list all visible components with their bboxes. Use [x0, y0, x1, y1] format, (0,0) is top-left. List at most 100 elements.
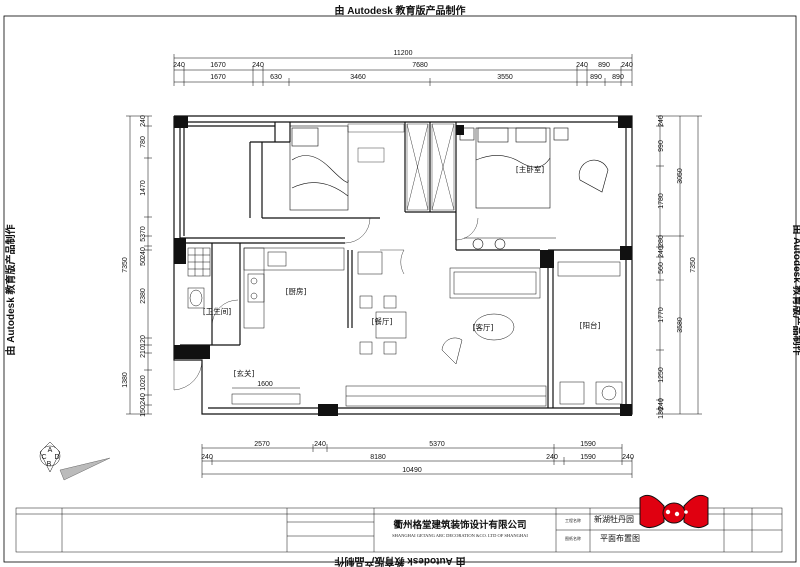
- svg-text:240: 240: [173, 62, 185, 69]
- svg-text:240: 240: [140, 115, 147, 127]
- svg-text:240: 240: [140, 247, 147, 259]
- dimension-left: [126, 115, 152, 415]
- drawing-name: 平面布置图: [600, 533, 640, 543]
- dimension-top: [173, 54, 633, 86]
- svg-text:240: 240: [658, 115, 665, 127]
- svg-text:210: 210: [140, 346, 147, 358]
- svg-text:1670: 1670: [210, 62, 226, 69]
- dim-top-total: 11200: [394, 50, 413, 57]
- svg-text:890: 890: [598, 62, 610, 69]
- room-label-entrance: [玄关]: [234, 368, 255, 378]
- svg-text:990: 990: [658, 140, 665, 152]
- svg-text:240: 240: [658, 398, 665, 410]
- closet: [347, 123, 455, 211]
- entrance-cabinet: [231, 387, 301, 405]
- svg-text:3580: 3580: [677, 317, 684, 333]
- dim-bottom-total: 10490: [402, 467, 422, 474]
- dim-left-segments: 240 780 1470 5370 240 50 2380 120 210 13…: [122, 115, 147, 417]
- svg-text:3050: 3050: [677, 168, 684, 184]
- svg-text:3460: 3460: [350, 74, 366, 81]
- svg-text:2570: 2570: [254, 441, 270, 448]
- svg-text:7350: 7350: [690, 257, 697, 273]
- dim-top-row2: 240 1670 240 7680 240 890 240: [173, 62, 633, 69]
- compass-symbol: [39, 441, 111, 481]
- svg-text:780: 780: [140, 136, 147, 148]
- dim-left-total: 7350: [122, 257, 129, 273]
- svg-text:50: 50: [140, 258, 147, 266]
- project-label: 工程名称: [565, 517, 581, 523]
- title-block: [15, 507, 783, 553]
- svg-text:240: 240: [621, 62, 633, 69]
- watermark-bottom: 由 Autodesk 教育版产品制作: [334, 555, 465, 567]
- dimension-right: [656, 115, 702, 415]
- svg-text:2380: 2380: [140, 288, 147, 304]
- dim-top-row3: 1670 630 3460 3550 890 890: [210, 74, 624, 81]
- svg-text:890: 890: [590, 74, 602, 81]
- dim-right-segments: 240 990 1780 280 240 560 1770 1250 240 1…: [658, 115, 665, 419]
- doors: [173, 217, 479, 391]
- dim-bottom-row1: 2570 240 5370 1590: [254, 441, 596, 448]
- watermark-right: 由 Autodesk 教育版产品制作: [791, 224, 800, 355]
- svg-text:3550: 3550: [497, 74, 513, 81]
- bathroom-fixtures: [187, 247, 211, 309]
- dining-furniture: [359, 295, 407, 355]
- svg-text:7680: 7680: [412, 62, 428, 69]
- drawing-label: 图纸名称: [565, 535, 581, 541]
- svg-text:240: 240: [252, 62, 264, 69]
- svg-text:1590: 1590: [580, 441, 596, 448]
- project-name: 新湖牡丹园: [594, 514, 634, 524]
- dim-right-totals: 3050 3580 7350: [677, 168, 697, 333]
- svg-text:130: 130: [658, 407, 665, 419]
- svg-text:1380: 1380: [122, 372, 129, 388]
- svg-text:890: 890: [612, 74, 624, 81]
- walls: [173, 115, 633, 415]
- svg-text:630: 630: [270, 74, 282, 81]
- compass-label-d: D: [54, 454, 59, 461]
- entrance-dim: 1600: [257, 381, 273, 388]
- watermark-top: 由 Autodesk 教育版产品制作: [334, 4, 465, 17]
- room-label-dining: [餐厅]: [372, 317, 393, 326]
- compass-label-b: B: [47, 461, 52, 468]
- svg-text:1250: 1250: [658, 367, 665, 383]
- room-label-bathroom: [卫生间]: [203, 306, 231, 316]
- room-label-kitchen: [厨房]: [286, 286, 307, 296]
- svg-text:150: 150: [140, 405, 147, 417]
- svg-text:280: 280: [658, 235, 665, 247]
- room-label-balcony: [阳台]: [580, 320, 601, 330]
- company-name-en: SHANGHAI GETANG ARC DECORATION &CO. LTD …: [392, 533, 528, 538]
- svg-text:1770: 1770: [658, 307, 665, 323]
- sheet-border: [3, 15, 797, 563]
- master-bedroom-furniture: [459, 127, 609, 250]
- svg-text:240: 240: [314, 441, 326, 448]
- svg-text:1020: 1020: [140, 375, 147, 391]
- watermark-left: 由 Autodesk 教育版产品制作: [4, 224, 17, 355]
- kitchen-furniture: [243, 247, 383, 329]
- svg-text:560: 560: [658, 262, 665, 274]
- svg-text:1780: 1780: [658, 193, 665, 209]
- svg-text:5370: 5370: [429, 441, 445, 448]
- compass-label-c: C: [41, 454, 46, 461]
- dim-bottom-row2: 240 8180 240 1590 240: [201, 454, 634, 461]
- balcony-furniture: [557, 261, 623, 405]
- second-bedroom-furniture: [289, 125, 349, 211]
- svg-text:1470: 1470: [140, 180, 147, 196]
- svg-text:5370: 5370: [140, 226, 147, 242]
- svg-text:1670: 1670: [210, 74, 226, 81]
- company-name-cn: 衢州格堂建筑装饰设计有限公司: [393, 519, 526, 531]
- svg-text:240: 240: [201, 454, 213, 461]
- svg-text:240: 240: [140, 393, 147, 405]
- svg-text:240: 240: [658, 246, 665, 258]
- svg-text:240: 240: [546, 454, 558, 461]
- room-label-master-bedroom: [主卧室]: [516, 164, 544, 174]
- svg-text:240: 240: [622, 454, 634, 461]
- svg-text:120: 120: [140, 335, 147, 347]
- living-furniture: [345, 267, 547, 407]
- svg-text:8180: 8180: [370, 454, 386, 461]
- room-label-living: [客厅]: [473, 322, 494, 332]
- svg-text:240: 240: [576, 62, 588, 69]
- red-bow-sticker: [639, 494, 709, 528]
- compass-label-a: A: [48, 447, 53, 454]
- svg-text:1590: 1590: [580, 454, 596, 461]
- dimension-bottom: [201, 444, 633, 478]
